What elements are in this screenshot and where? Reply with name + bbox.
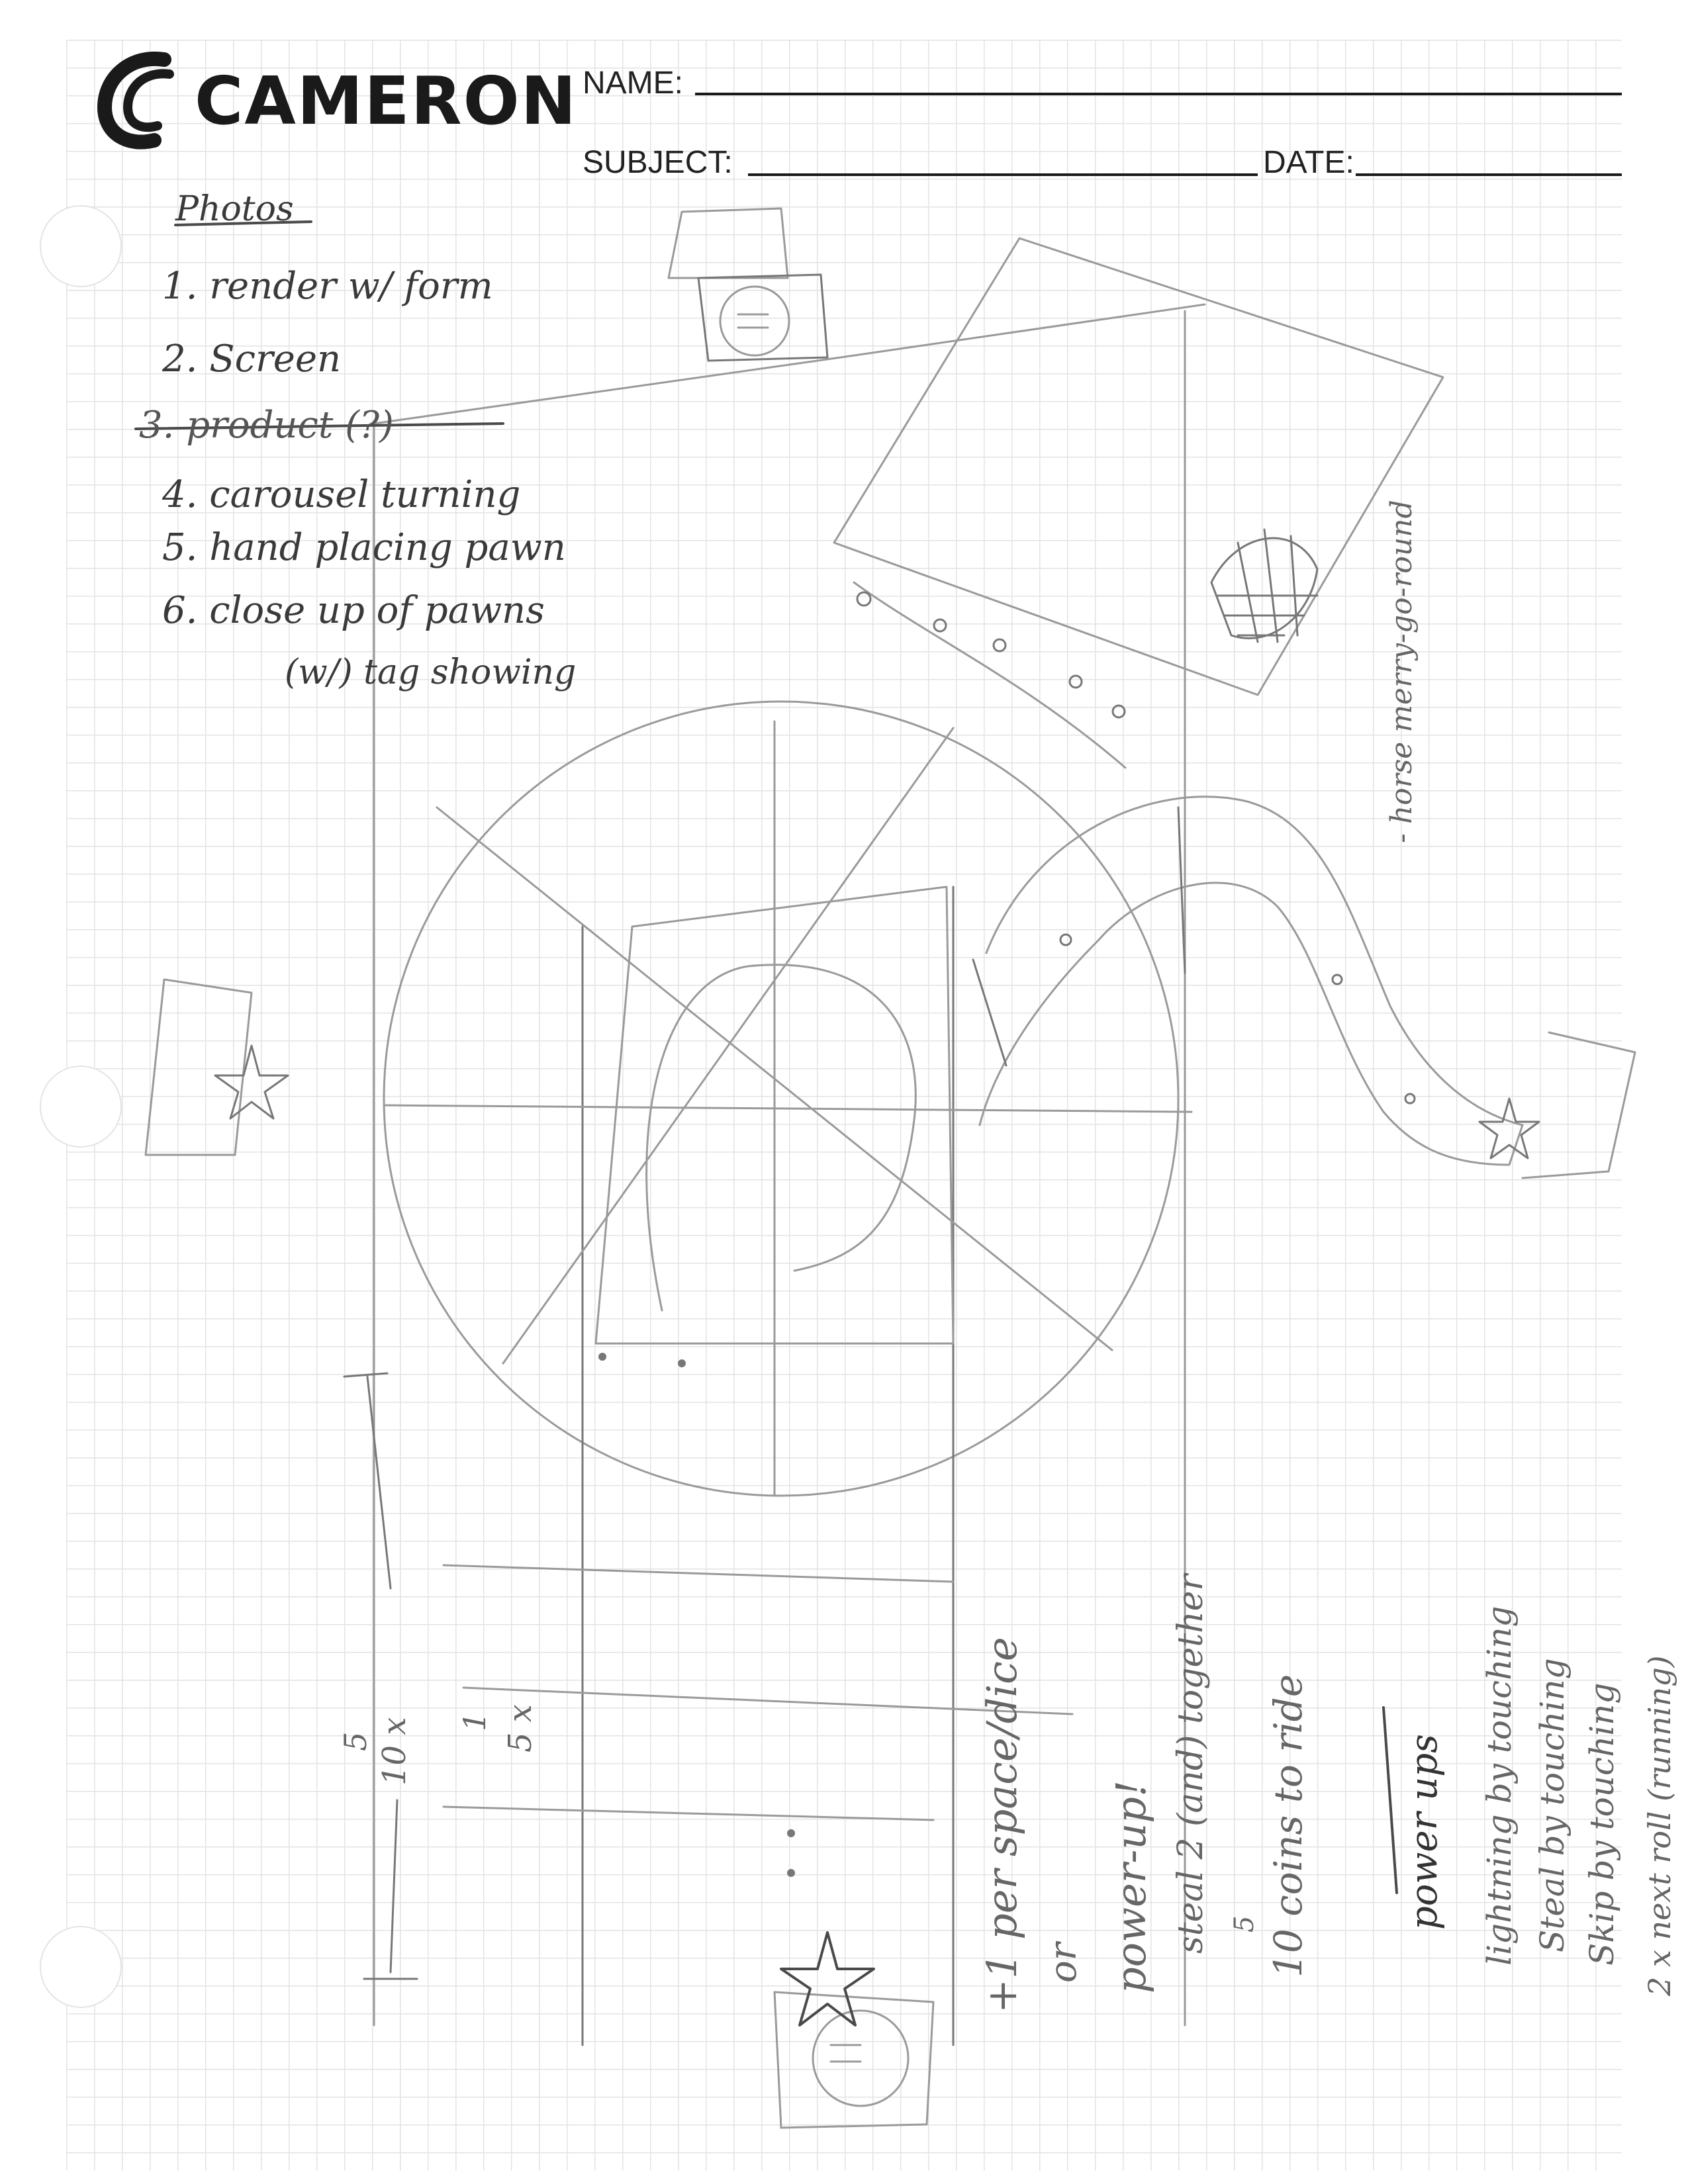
rule-text: 10 coins to ride <box>1269 1674 1307 1978</box>
horse-note: - horse merry-go-round <box>1387 500 1417 843</box>
rule-text: power-up! <box>1111 1780 1152 1993</box>
track-rung <box>444 1807 933 1820</box>
powerup-item: Skip by touching <box>1585 1683 1618 1966</box>
notes-item: 1. render w/ form <box>162 268 493 305</box>
horizontal-divider <box>384 1105 1192 1112</box>
notes-item: 4. carousel turning <box>162 477 520 514</box>
face-mouth <box>738 314 768 328</box>
track-dot <box>787 1829 795 1837</box>
track-dot <box>598 1353 606 1361</box>
track-dot <box>934 619 946 631</box>
track-dot <box>1113 705 1125 717</box>
rule-text: +1 per space/dice <box>982 1637 1023 2013</box>
track-dot <box>994 639 1006 651</box>
left-bracket <box>344 1373 417 1979</box>
notes-item-struck: 3. product (?) <box>139 407 394 444</box>
powerup-item: lightning by touching <box>1483 1606 1516 1966</box>
horse-panel <box>834 238 1443 695</box>
carousel-circle <box>384 702 1178 1496</box>
snake-path <box>980 797 1523 1165</box>
face-icon <box>813 2011 908 2106</box>
small-box-right <box>1523 1032 1635 1178</box>
horse-hatch <box>1211 538 1317 638</box>
small-box-bottom <box>774 1992 933 2128</box>
powerup-item: Steal by touching <box>1536 1658 1569 1952</box>
track-dot <box>1405 1094 1415 1103</box>
track-dot <box>1333 975 1342 984</box>
powerups-title: power ups <box>1406 1734 1443 1930</box>
powerup-item: 2 x next roll (running) <box>1644 1655 1675 1996</box>
small-box-top <box>669 208 788 278</box>
rule-text: 5 <box>1231 1916 1258 1933</box>
track-dot <box>1060 934 1071 945</box>
diagonal-line <box>503 728 953 1363</box>
star-icon <box>1479 1099 1539 1158</box>
notes-item: 6. close up of pawns <box>162 592 545 629</box>
track-dot <box>787 1869 795 1877</box>
notes-item: 5. hand placing pawn <box>162 529 566 567</box>
snake-line <box>973 960 1006 1066</box>
star-icon <box>215 1046 288 1118</box>
inner-loop <box>647 965 916 1310</box>
multiplier-top: 1 <box>459 1712 490 1731</box>
notes-title: Photos <box>175 192 294 226</box>
face-mouth <box>831 2045 861 2062</box>
rule-text: steal 2 (and) together <box>1174 1574 1208 1954</box>
small-box-left <box>146 979 252 1155</box>
horse-hatch-lines <box>1218 529 1317 642</box>
face-icon <box>720 287 789 355</box>
track-dot <box>678 1359 686 1367</box>
rule-text: or <box>1045 1943 1082 1983</box>
track-dot <box>1070 676 1082 688</box>
multiplier-top: 5 <box>340 1732 371 1751</box>
notes-item: (w/) tag showing <box>285 655 576 690</box>
multiplier-label: 10 x <box>379 1717 410 1786</box>
notes-item: 2. Screen <box>162 341 341 378</box>
track-rung <box>444 1565 953 1582</box>
track-dot <box>857 592 870 606</box>
powerups-underline <box>1383 1707 1397 1893</box>
panel-curve <box>854 582 1125 768</box>
multiplier-label: 5 x <box>504 1704 536 1752</box>
